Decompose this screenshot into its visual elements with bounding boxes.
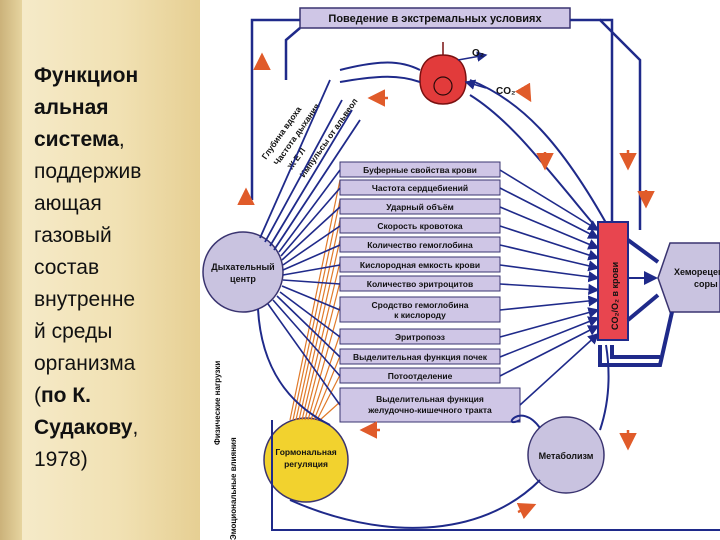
lung-icon: O₂ CO₂	[419, 42, 515, 105]
box-heart-rate: Частота сердцебиений	[372, 183, 468, 193]
box-gi-line-2: желудочно-кишечного тракта	[367, 405, 492, 415]
respiratory-center-node: Дыхательный центр	[202, 231, 284, 313]
box-sweating: Потоотделение	[388, 371, 453, 381]
blood-gas-label: CO₂/O₂ в крови	[610, 262, 620, 330]
caption-author-1: по К.	[41, 384, 91, 407]
box-to-blood-lines	[499, 169, 600, 406]
box-gi-line-1: Выделительная функция	[376, 394, 484, 404]
caption-comma-2: ,	[132, 416, 139, 439]
hormonal-line-1: Гормональная	[275, 447, 336, 457]
left-panel: Функцион альная система, поддержив ающая…	[0, 0, 200, 540]
parameter-boxes: Буферные свойства крови Частота сердцеби…	[339, 161, 521, 423]
chemoreceptor-line-1: Хеморецеп	[674, 267, 720, 277]
decorative-strip	[0, 0, 22, 540]
resp-to-box-lines	[267, 169, 341, 406]
lung-loop-lines	[339, 61, 611, 233]
functional-system-diagram: Поведение в экстремальных условиях Дыхат…	[202, 7, 720, 540]
caption-line-2: ающая	[34, 192, 102, 215]
metabolism-label: Метаболизм	[539, 451, 594, 461]
box-hemoglobin: Количество гемоглобина	[367, 240, 473, 250]
caption-bold-2: альная	[34, 96, 109, 119]
hormonal-regulation-node: Гормональная регуляция	[263, 417, 349, 503]
box-erythrocytes: Количество эритроцитов	[367, 279, 473, 289]
respiratory-center-line-1: Дыхательный	[211, 262, 274, 272]
caption-line-4: состав	[34, 256, 100, 279]
co2-label: CO₂	[496, 86, 515, 97]
physical-load-label: Физические нагрузки	[213, 361, 222, 445]
outer-loop-lines	[250, 18, 642, 230]
caption-year: 1978)	[34, 448, 88, 471]
caption-author-2: Судакову	[34, 416, 133, 439]
caption-line-5: внутренне	[34, 288, 136, 311]
resp-to-lung-lines	[259, 79, 361, 251]
caption-bold-1: Функцион	[34, 64, 139, 87]
box-erythropoiesis: Эритропоэз	[395, 332, 445, 342]
caption-open-paren: (	[34, 384, 41, 407]
box-stroke-volume: Ударный объём	[386, 202, 454, 212]
lower-loop-lines	[257, 308, 720, 531]
box-kidney: Выделительная функция почек	[353, 352, 488, 362]
emotional-influence-label: Эмоциональные влияния	[229, 437, 238, 540]
caption-line-7: организма	[34, 352, 136, 375]
caption-bold-3: система	[34, 128, 119, 151]
chemoreceptor-line-2: соры	[694, 279, 718, 289]
hormone-lines	[289, 179, 341, 421]
hormonal-line-2: регуляция	[284, 459, 328, 469]
caption-line-6: й среды	[34, 320, 113, 343]
caption-comma-1: ,	[118, 128, 125, 151]
box-buffer: Буферные свойства крови	[363, 165, 477, 175]
red-arrows	[237, 52, 655, 520]
caption-text: Функцион альная система, поддержив ающая…	[34, 60, 194, 476]
respiratory-center-line-2: центр	[230, 274, 256, 284]
side-labels: Физические нагрузки Эмоциональные влияни…	[213, 361, 238, 540]
behavior-box-label: Поведение в экстремальных условиях	[328, 13, 542, 25]
caption-line-1: поддержив	[34, 160, 142, 183]
box-affinity-line-1: Сродство гемоглобина	[372, 300, 469, 310]
chemoreceptor-node: Хеморецеп соры	[657, 242, 720, 313]
blood-to-chemo-bands	[598, 238, 674, 367]
behavior-box: Поведение в экстремальных условиях	[299, 7, 571, 29]
o2-label: O₂	[472, 48, 484, 59]
box-blood-flow: Скорость кровотока	[377, 221, 462, 231]
metabolism-node: Метаболизм	[527, 416, 605, 494]
box-affinity-line-2: к кислороду	[394, 310, 446, 320]
caption-line-3: газовый	[34, 224, 112, 247]
box-oxygen-capacity: Кислородная емкость крови	[360, 260, 480, 270]
blood-gas-column: CO₂/O₂ в крови	[597, 221, 629, 341]
